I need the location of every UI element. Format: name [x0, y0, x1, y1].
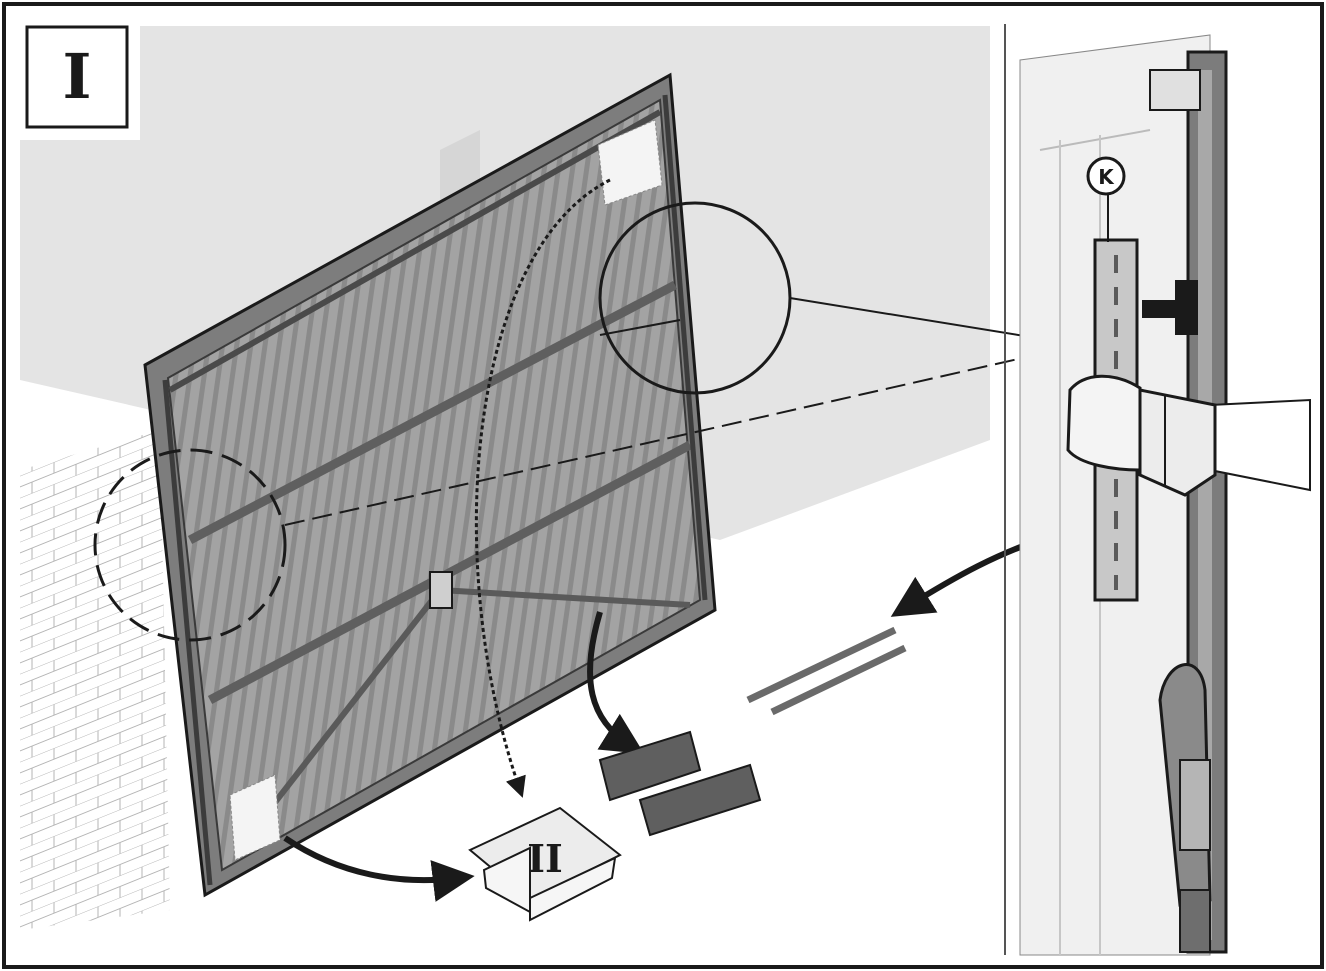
protective-pad — [597, 119, 663, 206]
right-scene: K — [1019, 34, 1311, 956]
leader-line-dashed — [284, 344, 1081, 526]
side-track — [162, 379, 213, 886]
door-panel — [166, 98, 702, 872]
lock-plate — [429, 571, 453, 609]
top-bracket — [1149, 69, 1201, 111]
protective-pad — [229, 774, 281, 861]
callout-circle — [1086, 156, 1126, 196]
curved-arrow-icon — [283, 835, 475, 902]
tension-lever — [1158, 663, 1212, 953]
step-badge — [25, 25, 129, 129]
step-label: I — [62, 40, 91, 113]
left-scene: II I — [20, 25, 1081, 930]
detail-circle-dashed — [93, 448, 287, 642]
box-label: II — [527, 836, 563, 881]
insert-arrow-icon — [1142, 280, 1198, 335]
spare-rails — [746, 626, 907, 716]
leader-line — [599, 319, 681, 336]
side-track — [662, 94, 708, 601]
curved-arrow-icon — [587, 611, 645, 754]
brick-wall — [20, 430, 170, 930]
gloved-hand-icon — [1066, 374, 1311, 497]
door-rail — [168, 109, 662, 393]
channel-profiles — [598, 730, 762, 837]
brace — [439, 587, 691, 608]
callout-label: K — [1098, 165, 1115, 189]
parts-box: II — [468, 806, 622, 922]
